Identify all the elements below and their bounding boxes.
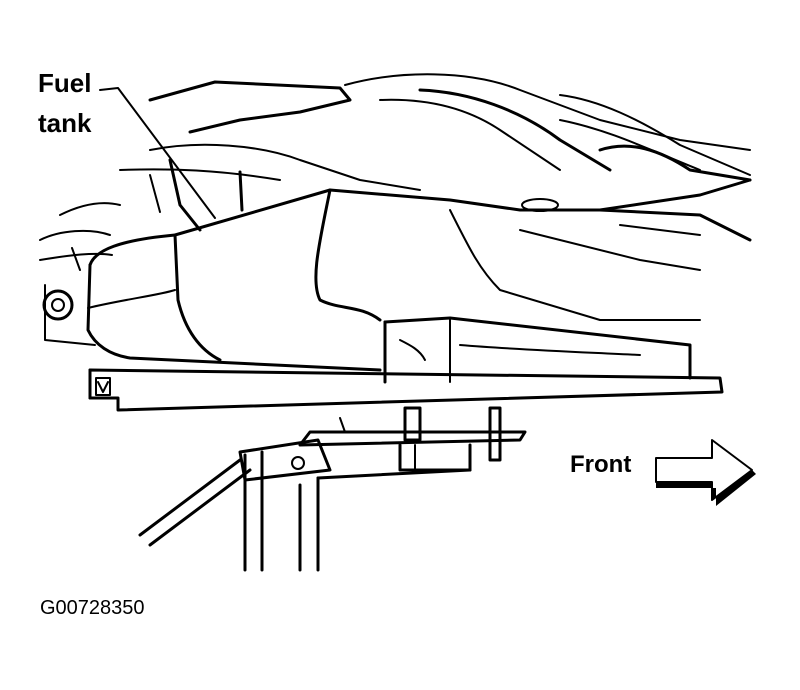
front-label: Front bbox=[570, 451, 632, 478]
tank-strap bbox=[88, 316, 724, 412]
figure-code: G00728350 bbox=[40, 597, 145, 619]
leader-line bbox=[99, 87, 216, 219]
fuel-label: Fuel bbox=[38, 68, 92, 98]
vehicle-underbody bbox=[39, 73, 752, 346]
tank-label: tank bbox=[38, 108, 92, 138]
transmission-jack bbox=[138, 406, 527, 572]
fuel-tank bbox=[86, 178, 752, 372]
arrow-right-icon bbox=[655, 439, 756, 506]
